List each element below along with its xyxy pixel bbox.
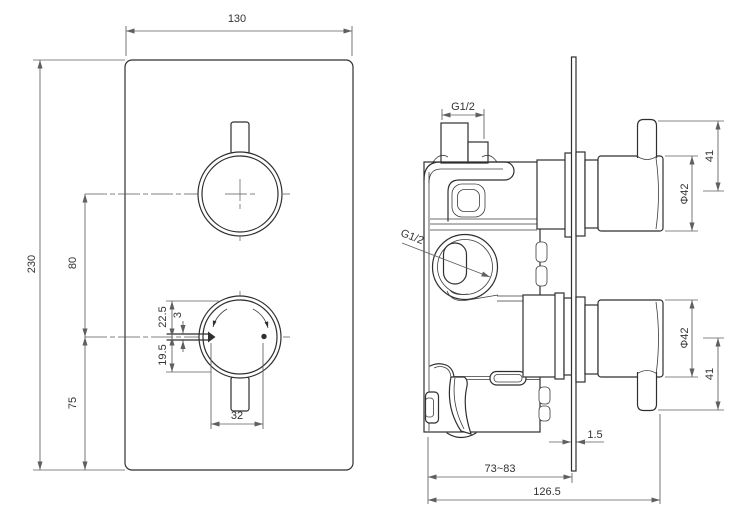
lower-knob-cylinder — [597, 299, 664, 378]
lower-knob-grip — [636, 372, 658, 412]
body-rib — [535, 241, 548, 263]
lever-mount-shoulder — [429, 363, 455, 378]
dim-lower-offset-label: 19.5 — [157, 344, 169, 365]
front-view-dimensions: 130 230 80 75 22.5 19.5 3 32 — [26, 13, 353, 471]
dim-upper-projection-label: 41 — [704, 150, 716, 162]
upper-cartridge-housing — [536, 159, 567, 230]
lower-cartridge-ring2 — [563, 297, 573, 376]
side-port-tab-inner — [449, 289, 469, 295]
upper-knob-step — [584, 159, 599, 229]
upper-knob-collar — [575, 151, 586, 237]
lower-cartridge-housing — [522, 294, 558, 378]
mounting-bracket-inner — [428, 168, 503, 184]
bracket-opening-outer — [451, 183, 486, 218]
top-port-nut-side — [467, 141, 489, 164]
lever-bottom-arc — [446, 432, 477, 439]
diverter-capsule — [489, 370, 527, 386]
lower-knob-collar — [575, 296, 586, 383]
faceplate — [124, 59, 354, 471]
dim-rough-in-label: 73~83 — [485, 463, 516, 475]
dim-handle-width-label: 32 — [231, 410, 243, 422]
front-view — [85, 59, 354, 471]
port-shoulder-left — [432, 154, 449, 163]
dim-plate-width-label: 130 — [228, 13, 246, 25]
side-view — [423, 56, 664, 472]
rotation-arrow-right — [252, 308, 269, 329]
dim-bottom-offset-label: 75 — [67, 397, 79, 409]
lower-cartridge-ring — [554, 292, 565, 380]
lever-mount-shoulder-inner — [433, 366, 452, 378]
valve-body — [423, 161, 541, 433]
upper-knob-inner — [201, 155, 279, 233]
mounting-bracket-outline — [423, 161, 515, 222]
dim-plate-height-label: 230 — [26, 255, 38, 273]
indicator-bar-arrow — [208, 331, 216, 343]
dim-indicator-label: 3 — [172, 312, 184, 318]
top-port-nut — [440, 122, 469, 164]
body-rib — [535, 265, 548, 287]
dim-knob-spacing-label: 80 — [67, 257, 79, 269]
side-port-leader — [401, 242, 491, 278]
lower-knob-handle — [230, 376, 250, 412]
rotation-arrow-left — [212, 308, 228, 328]
dim-top-port-label: G1/2 — [451, 101, 475, 113]
dim-lower-projection-label: 41 — [704, 368, 716, 380]
upper-knob-grip-base — [637, 156, 657, 160]
diverter-capsule-inner — [493, 374, 523, 383]
side-view-dimensions: G1/2 G1/2 Φ42 41 Φ42 41 1.5 73~83 — [399, 101, 724, 504]
diverter-lever — [448, 376, 472, 435]
diverter-lever-inner — [453, 377, 465, 430]
bracket-opening-inner — [457, 189, 480, 212]
upper-knob-end-arc — [655, 157, 659, 230]
lower-knob-step — [584, 304, 599, 375]
dim-upper-offset-label: 22.5 — [157, 306, 169, 327]
dim-plate-thickness-label: 1.5 — [587, 429, 602, 441]
dim-upper-diameter-label: Φ42 — [679, 183, 691, 204]
dim-side-port-label: G1/2 — [399, 227, 426, 247]
lower-knob-outer — [198, 295, 282, 379]
body-rib — [538, 386, 551, 405]
wall-plate-edge — [570, 56, 577, 472]
body-foot-inner — [425, 397, 434, 418]
upper-knob-cylinder — [597, 155, 664, 232]
upper-knob-grip — [636, 118, 658, 158]
lower-knob-end-arc — [655, 301, 659, 376]
stop-marker-dot — [261, 333, 267, 340]
side-port-tab — [446, 290, 499, 301]
body-rib — [538, 405, 551, 422]
lower-knob-inner — [202, 299, 278, 375]
dim-overall-depth-label: 126.5 — [533, 486, 561, 498]
lower-knob-grip-base — [637, 370, 657, 374]
body-foot — [424, 391, 440, 424]
dim-lower-diameter-label: Φ42 — [679, 327, 691, 348]
port-shoulder-right — [481, 154, 498, 163]
